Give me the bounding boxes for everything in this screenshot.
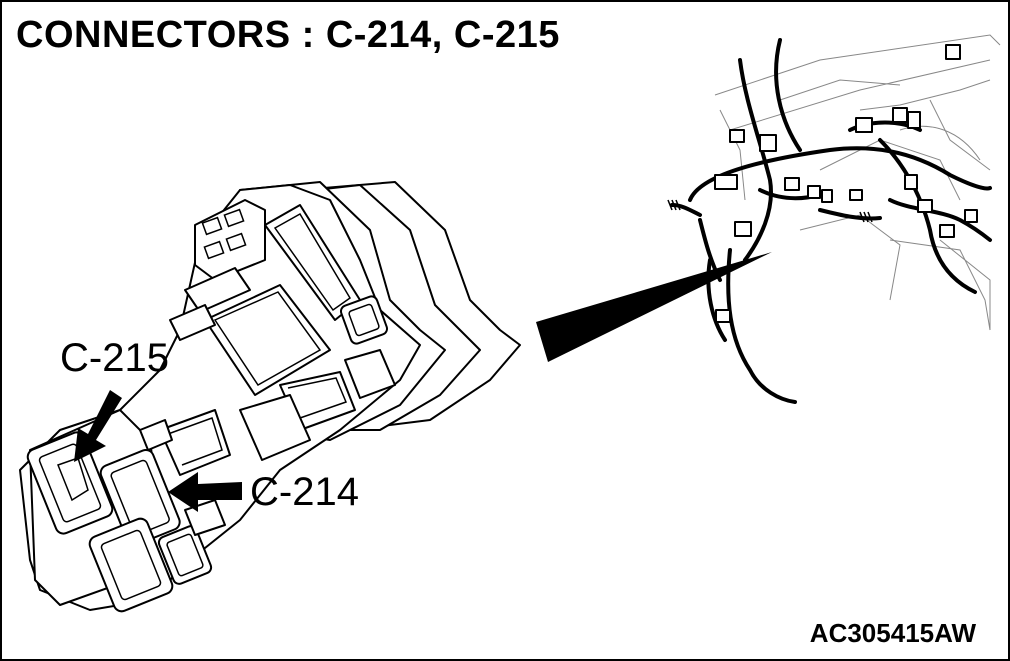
connector-block [19,181,521,613]
label-c214: C-214 [250,470,359,514]
figure-code: AC305415AW [809,618,976,648]
label-c215: C-215 [60,336,169,380]
connector-c214 [99,448,181,546]
arrow-c215 [74,390,122,462]
connector-c215 [26,431,114,535]
pointer-wedge [536,252,772,362]
diagram-title: CONNECTORS : C-214, C-215 [16,14,560,56]
arrow-c214 [168,472,242,512]
vehicle-harness-view [667,34,1001,404]
